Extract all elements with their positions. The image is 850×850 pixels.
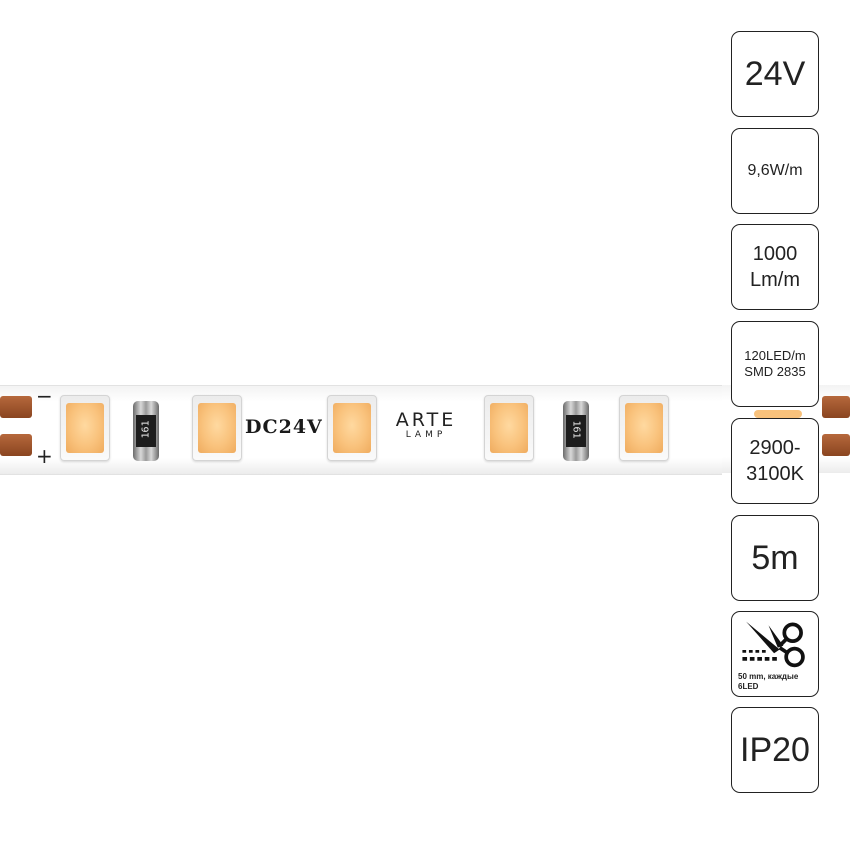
spec-ip-value: IP20 bbox=[740, 731, 810, 769]
spec-cut-note: 50 mm, каждые 6LED bbox=[738, 672, 799, 691]
smd-led-chip bbox=[327, 395, 377, 461]
spec-length: 5m bbox=[731, 515, 819, 601]
spec-power-value: 9,6W/m bbox=[747, 162, 803, 179]
brand-logo: ARTE LAMP bbox=[384, 410, 468, 441]
strip-voltage-print: DC24V bbox=[245, 416, 323, 438]
spec-length-value: 5m bbox=[751, 539, 799, 577]
brand-sub: LAMP bbox=[405, 430, 447, 440]
spec-ip-rating: IP20 bbox=[731, 707, 819, 793]
solder-pad-left-top bbox=[0, 396, 32, 418]
brand-name: ARTE bbox=[395, 409, 457, 431]
spec-cct-line2: 3100K bbox=[746, 463, 804, 485]
polarity-plus: + bbox=[36, 444, 53, 468]
smd-led-chip bbox=[60, 395, 110, 461]
spec-color-temperature: 2900- 3100K bbox=[731, 418, 819, 504]
spec-power: 9,6W/m bbox=[731, 128, 819, 214]
smd-led-chip-partial bbox=[754, 410, 802, 418]
scissors-cut-icon bbox=[742, 621, 805, 668]
smd-led-chip bbox=[619, 395, 669, 461]
spec-cct-line1: 2900- bbox=[749, 437, 801, 459]
resistor-code: 161 bbox=[570, 420, 582, 439]
smd-led-chip bbox=[484, 395, 534, 461]
smd-led-chip bbox=[192, 395, 242, 461]
spec-voltage: 24V bbox=[731, 31, 819, 117]
spec-flux-line2: Lm/m bbox=[750, 269, 800, 291]
spec-led-density: 120LED/m SMD 2835 bbox=[731, 321, 819, 407]
solder-pad-left-bottom bbox=[0, 434, 32, 456]
spec-density-line1: 120LED/m bbox=[744, 348, 806, 363]
spec-flux-line1: 1000 bbox=[752, 243, 798, 265]
spec-density-line2: SMD 2835 bbox=[744, 364, 806, 379]
resistor bbox=[563, 401, 589, 461]
spec-cut-interval: 50 mm, каждые 6LED bbox=[731, 611, 819, 697]
spec-luminous-flux: 1000 Lm/m bbox=[731, 224, 819, 310]
spec-voltage-value: 24V bbox=[744, 55, 806, 93]
solder-pad-right-top bbox=[822, 396, 850, 418]
resistor-code: 161 bbox=[140, 420, 152, 439]
polarity-minus: − bbox=[36, 384, 53, 408]
resistor bbox=[133, 401, 159, 461]
solder-pad-right-bottom bbox=[822, 434, 850, 456]
